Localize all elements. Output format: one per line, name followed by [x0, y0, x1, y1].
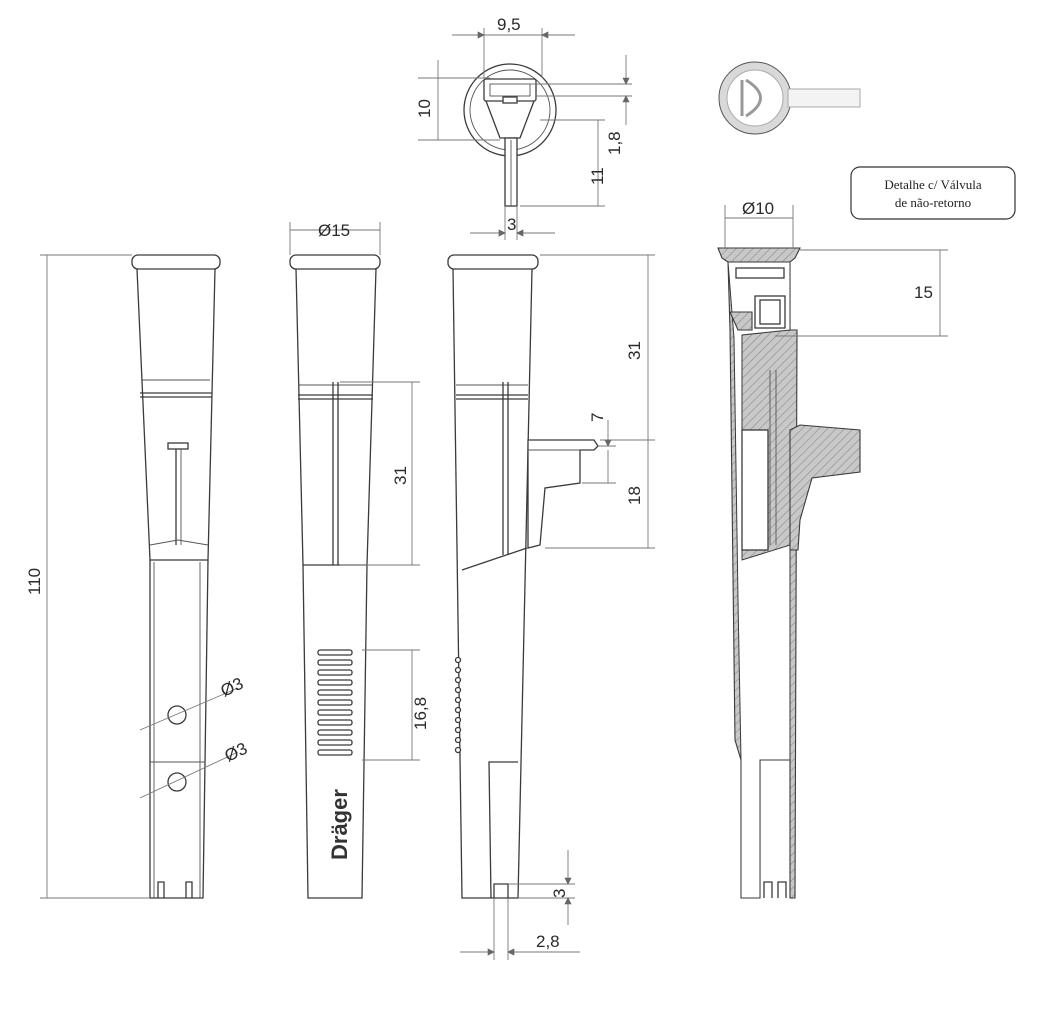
dim-slot-width: 2,8: [536, 932, 560, 951]
side-ribs: [454, 656, 462, 754]
dim-top-stem-width: 3: [507, 215, 516, 234]
dim-valve-depth: 15: [914, 283, 933, 302]
dim-hole-1: Ø3: [218, 674, 247, 701]
dim-valve-diameter: Ø10: [742, 199, 774, 218]
valve-end-view: [718, 61, 861, 135]
section-view: Ø10 15: [717, 199, 948, 899]
dim-slot-height: 3: [550, 889, 569, 898]
note-line-1: Detalhe c/ Válvula: [884, 177, 981, 192]
dim-top-inner: 1,8: [605, 131, 624, 155]
dim-side-lower: 18: [625, 486, 644, 505]
front-view-holes: Ø3 Ø3 110: [25, 254, 251, 899]
dim-side-tab: 7: [588, 413, 607, 422]
dim-top-width: 9,5: [497, 15, 521, 34]
front-view-brand: Dräger Ø15 31 16,8: [289, 221, 430, 899]
dim-body-diameter: Ø15: [318, 221, 350, 240]
dim-top-height: 10: [415, 99, 434, 118]
side-view: 31 7 18 3 2,8: [447, 254, 655, 960]
dim-hole-2: Ø3: [222, 739, 251, 766]
top-end-view: 9,5 10 1,8 11 3: [415, 15, 632, 240]
dim-side-upper: 31: [625, 341, 644, 360]
note-line-2: de não-retorno: [895, 195, 971, 210]
valve-detail-note: Detalhe c/ Válvula de não-retorno: [850, 166, 1016, 220]
brand-logo: Dräger: [327, 789, 352, 860]
grip-ribs: [317, 649, 353, 756]
dim-front-grip: 31: [391, 466, 410, 485]
dim-top-stem-length: 11: [588, 167, 607, 185]
dim-grip-length: 16,8: [411, 697, 430, 730]
dim-total-length: 110: [25, 568, 44, 595]
